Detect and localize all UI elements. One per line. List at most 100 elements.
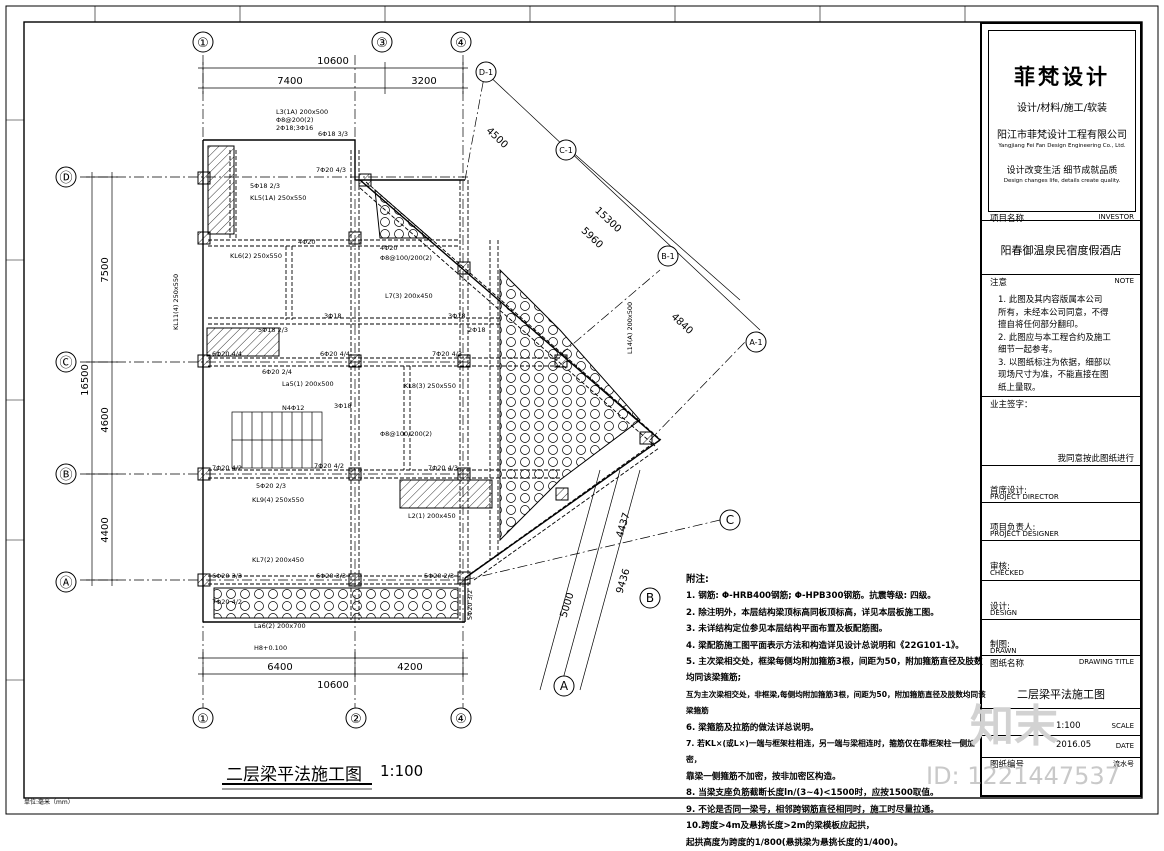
- note-item-10: 10.跨度>4m及悬挑长度>2m的梁模板应起拱，: [686, 821, 875, 832]
- hex-slab-diagonal: [499, 268, 641, 542]
- drawn-label-en: DRAWN: [990, 647, 1017, 655]
- grid-bottom-1: ①: [197, 712, 209, 727]
- dim-bottom-right: 4200: [397, 662, 422, 673]
- beam-bars-11: 6Φ20 4/4: [320, 350, 350, 358]
- beam-n4: N4Φ12: [282, 404, 304, 412]
- note-item-7: 7. 若KL×(或L×)一端与框架柱相连，另一端与梁相连时，箍筋仅在靠框架柱一侧…: [686, 739, 975, 765]
- dim-bottom-total: 10600: [317, 680, 349, 691]
- dim-diag-4500: 4500: [484, 125, 510, 150]
- dim-left-16500: 16500: [80, 364, 91, 396]
- project-label-en: INVESTOR: [1098, 213, 1134, 221]
- tb-note-6: 3. 以图纸标注为依据，细部以: [998, 357, 1111, 368]
- watermark-logo: 知末: [970, 701, 1058, 752]
- project-name: 阳春御温泉民宿度假酒店: [1000, 244, 1122, 257]
- beam-la6: La6(2) 200x700: [254, 622, 306, 630]
- scale-label: SCALE: [1111, 722, 1134, 730]
- beam-bars-23: 5Φ20 3/2: [466, 590, 474, 620]
- dim-diag-4840: 4840: [669, 311, 695, 336]
- note-item-5b: 互为主次梁相交处，非框梁,每侧均附加箍筋3根，间距为50，附加箍筋直径及肢数均同…: [686, 689, 986, 716]
- hatch-slab-1: [206, 327, 280, 357]
- designer-label-en: PROJECT DESIGNER: [990, 530, 1059, 538]
- note-item-3: 3. 未详结构定位参见本层结构平面布置及板配筋图。: [686, 624, 888, 635]
- beam-bars-16: 7Φ20 4/2: [314, 462, 344, 470]
- drawing-title-en: DRAWING TITLE: [1078, 658, 1134, 666]
- beam-bars-21: 5Φ20 2/3: [424, 572, 454, 580]
- drawing-sheet: ① ③ ④ ① ② ④ Ⓓ Ⓒ Ⓑ Ⓐ D-1 C-1 B-1 A-1 C B …: [5, 5, 1159, 848]
- unit-note: 单位:毫米（mm）: [24, 799, 74, 806]
- beam-bars-17: 7Φ20 4/3: [428, 464, 458, 472]
- title-notes: 1. 此图及其内容版属本公司 所有，未经本公司同意，不得 擅自将任何部分翻印。 …: [998, 294, 1138, 394]
- beam-l2: L2(1) 200x450: [408, 512, 456, 520]
- hatch-slab-3: [207, 145, 235, 235]
- designer-label: 项目负责人:: [990, 523, 1036, 533]
- dim-top-left: 7400: [277, 76, 302, 87]
- columns: [197, 171, 653, 587]
- dim-top-total: 10600: [317, 56, 349, 67]
- flow-no-label: 流水号: [1113, 760, 1134, 768]
- dim-left-7500: 7500: [100, 257, 111, 282]
- beam-bars-18: 5Φ20 2/3: [256, 482, 286, 490]
- company-name-en: Yangjiang Fei Fan Design Engineering Co.…: [998, 143, 1126, 149]
- beam-bars-19: 6Φ20 3/3: [212, 572, 242, 580]
- dim-diag-5000: 5000: [559, 591, 577, 619]
- grid-top-4: ④: [455, 36, 467, 51]
- beam-l3-bars: 2Φ18;3Φ16: [276, 124, 313, 132]
- grid-left-a: Ⓐ: [59, 576, 72, 591]
- plan-drawing: ① ③ ④ ① ② ④ Ⓓ Ⓒ Ⓑ Ⓐ D-1 C-1 B-1 A-1 C B …: [5, 5, 1159, 815]
- watermark-id: ID: 1221447537: [926, 762, 1120, 790]
- grid-b1: B-1: [661, 252, 674, 261]
- beam-bars-5: 4Φ20: [380, 244, 398, 252]
- note-label-en: NOTE: [1114, 277, 1134, 285]
- grid-lines: [80, 55, 746, 710]
- drawing-no-label: 图纸编号: [990, 760, 1025, 770]
- beam-bars-15: 7Φ20 4/2: [212, 464, 242, 472]
- beam-kl9: KL9(4) 250x550: [252, 496, 304, 504]
- beam-kl5: KL5(1A) 250x550: [250, 194, 306, 202]
- tb-note-3: 擅自将任何部分翻印。: [998, 320, 1084, 330]
- beam-l3: L3(1A) 200x500: [276, 108, 328, 116]
- grid-diag-b: B: [646, 591, 654, 605]
- beam-bars-6: 3Φ18: [324, 312, 342, 320]
- beam-bars-10: 6Φ20 4/4: [212, 350, 242, 358]
- beam-bars-9: 5Φ18 2/3: [258, 326, 288, 334]
- title-block: 菲梵设计 设计/材料/施工/软装 阳江市菲梵设计工程有限公司 Yangjiang…: [980, 22, 1142, 797]
- beam-top-bars-1: 6Φ18 3/3: [318, 130, 348, 138]
- company-name: 阳江市菲梵设计工程有限公司: [997, 130, 1127, 141]
- beam-l14: L14(A) 200x500: [626, 302, 634, 354]
- beam-bars-12: 7Φ20 4/3: [432, 350, 462, 358]
- date-value: 2016.05: [1056, 740, 1092, 750]
- beam-kl8: KL8(3) 250x550: [404, 382, 456, 390]
- dimension-lines: [86, 62, 761, 691]
- grid-bottom-2: ②: [350, 712, 362, 727]
- notes-block: 附注: 1. 钢筋: Φ-HRB400钢筋; Φ-HPB300钢筋。抗震等级: …: [686, 572, 986, 851]
- dim-diag-15300: 15300: [592, 205, 623, 235]
- drawing-name-label: 图纸名称: [990, 659, 1025, 669]
- note-item-7b: 靠梁一侧箍筋不加密，按非加密区构造。: [686, 771, 841, 782]
- drawing-scale: 1:100: [380, 762, 424, 780]
- dim-diag-4437: 4437: [615, 511, 633, 539]
- grid-a1: A-1: [749, 338, 762, 347]
- beam-kl6: KL6(2) 250x550: [230, 252, 282, 260]
- hex-slab-bottom: [213, 587, 459, 619]
- tb-note-2: 所有，未经本公司同意，不得: [998, 307, 1109, 318]
- beam-kl11: KL11(4) 250x550: [172, 274, 180, 330]
- beam-l7: L7(3) 200x450: [385, 292, 433, 300]
- beam-la5: La5(1) 200x500: [282, 380, 334, 388]
- grid-bottom-4: ④: [455, 712, 467, 727]
- tb-note-8: 纸上量取。: [998, 382, 1041, 393]
- company-slogan: 设计改变生活 细节成就品质: [1006, 166, 1118, 176]
- company-brand: 菲梵设计 设计/材料/施工/软装 阳江市菲梵设计工程有限公司 Yangjiang…: [988, 30, 1136, 212]
- diag-grid-labels: D-1 C-1 B-1 A-1 C B A: [479, 68, 763, 693]
- checked-label-en: CHECKED: [990, 569, 1024, 577]
- grid-bubbles: [55, 31, 767, 729]
- design-label: 设计:: [990, 602, 1010, 612]
- drawing-name: 二层梁平法施工图: [1017, 688, 1105, 701]
- design-label-en: DESIGN: [990, 609, 1017, 617]
- note-item-8: 8. 当梁支座负筋截断长度ln/(3~4)<1500时，应按1500取值。: [686, 788, 939, 799]
- border-ticks: [6, 6, 966, 681]
- beam-stirrup-5: Φ8@100/200(2): [380, 254, 432, 262]
- hatch-slab-2: [399, 479, 493, 509]
- title-underline: [222, 783, 372, 790]
- director-label-en: PROJECT DIRECTOR: [990, 493, 1059, 501]
- note-item-4: 4. 梁配筋施工图平面表示方法和构造详见设计总说明和《22G101-1》。: [686, 640, 964, 651]
